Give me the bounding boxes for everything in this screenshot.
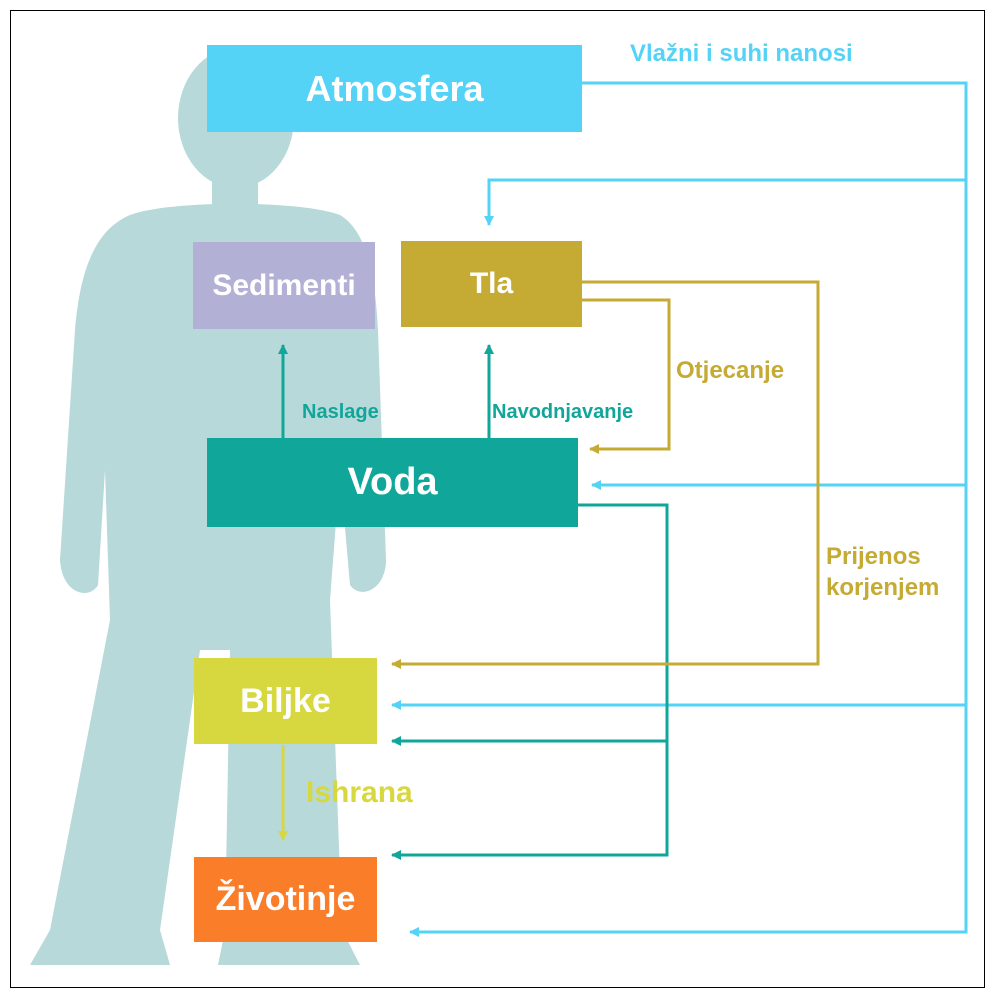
node-sedimenti-label: Sedimenti [212,268,356,302]
soil-connectors [391,280,820,669]
node-voda: Voda [207,438,578,527]
label-naslage: Naslage [302,401,379,423]
edge-tla-biljke [391,280,820,669]
node-voda-label: Voda [347,461,438,503]
label-vlazni-suhi-nanosi: Vlažni i suhi nanosi [630,40,853,67]
edge-tla-voda [582,298,671,454]
node-tla-label: Tla [469,267,514,300]
label-korjenjem: korjenjem [826,574,940,601]
edge-voda-zivotinje [391,503,669,860]
node-atmosfera-label: Atmosfera [305,67,484,109]
label-navodnjavanje: Navodnjavanje [492,401,634,423]
node-tla: Tla [401,241,582,327]
edge-atmosfera-main [409,81,968,937]
label-ishrana: Ishrana [306,776,413,809]
node-biljke-label: Biljke [240,681,331,720]
label-otjecanje: Otjecanje [676,357,785,384]
atmosphere-connectors [391,81,968,937]
node-zivotinje-label: Životinje [215,880,356,918]
node-zivotinje: Životinje [194,857,377,942]
label-prijenos: Prijenos [826,543,921,570]
edge-atmosfera-tla [484,178,966,226]
water-connectors [278,344,669,860]
node-atmosfera: Atmosfera [207,45,582,132]
node-sedimenti: Sedimenti [193,242,375,329]
node-biljke: Biljke [194,658,377,744]
